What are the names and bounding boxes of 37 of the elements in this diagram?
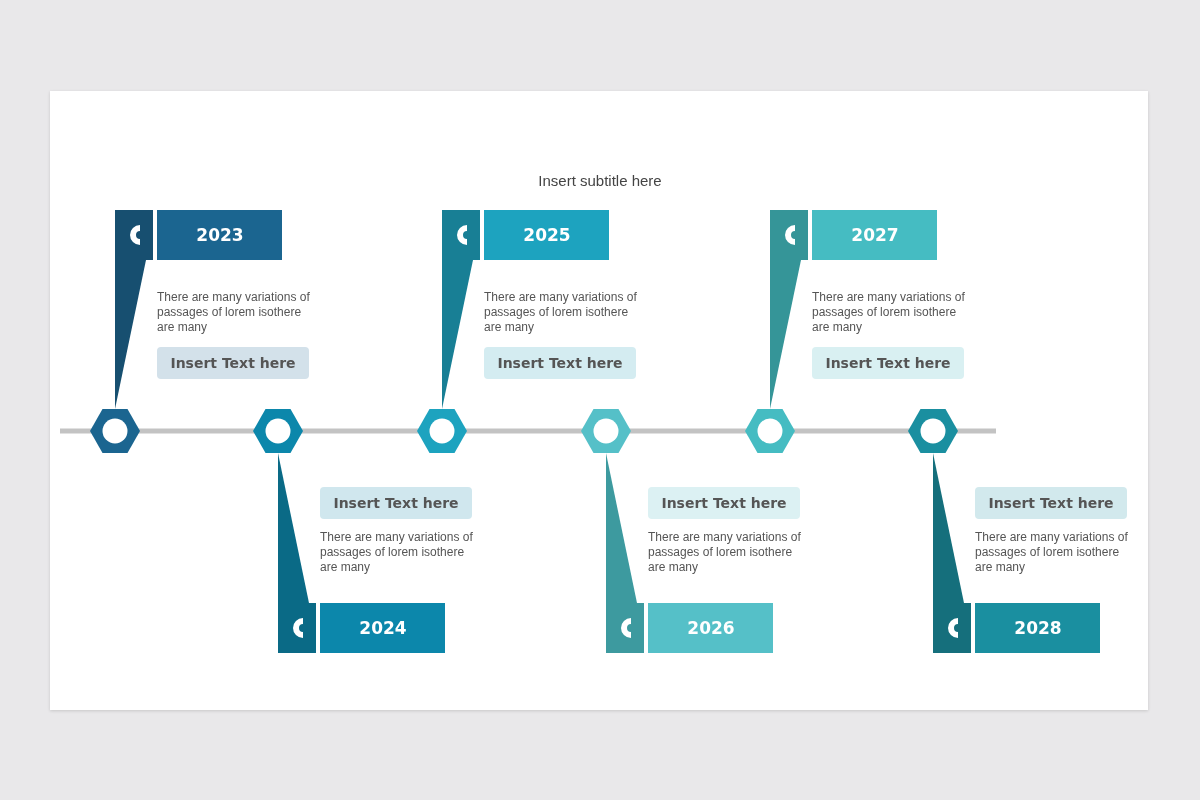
text-box: Insert Text here [812,347,964,379]
year-flag [115,210,282,260]
description-text: There are many variations of passages of lorem isothere are many [648,530,802,575]
year-flag [933,603,1100,653]
hexagon-marker [252,408,304,454]
description-text: There are many variations of passages of lorem isothere are many [812,290,966,335]
flag-pole [115,260,146,409]
hexagon-marker [744,408,796,454]
year-label: 2025 [522,224,572,247]
description-text: There are many variations of passages of lorem isothere are many [975,530,1129,575]
description-text: There are many variations of passages of lorem isothere are many [320,530,474,575]
text-box: Insert Text here [484,347,636,379]
hexagon-marker [416,408,468,454]
year-label: 2027 [850,224,900,247]
flag-pole [770,260,801,409]
year-label: 2023 [195,224,245,247]
hexagon-marker [907,408,959,454]
text-box: Insert Text here [975,487,1127,519]
year-flag [442,210,609,260]
flag-pole [442,260,473,409]
year-label: 2028 [1013,617,1063,640]
subtitle: Insert subtitle here [537,172,663,189]
year-flag [770,210,937,260]
hexagon-marker [89,408,141,454]
flag-pole [606,453,637,603]
text-box: Insert Text here [320,487,472,519]
year-flag [606,603,773,653]
description-text: There are many variations of passages of lorem isothere are many [157,290,311,335]
flag-pole [278,453,309,603]
year-label: 2026 [686,617,736,640]
text-box: Insert Text here [157,347,309,379]
year-label: 2024 [358,617,408,640]
hexagon-marker [580,408,632,454]
year-flag [278,603,445,653]
flag-pole [933,453,964,603]
text-box: Insert Text here [648,487,800,519]
description-text: There are many variations of passages of lorem isothere are many [484,290,638,335]
